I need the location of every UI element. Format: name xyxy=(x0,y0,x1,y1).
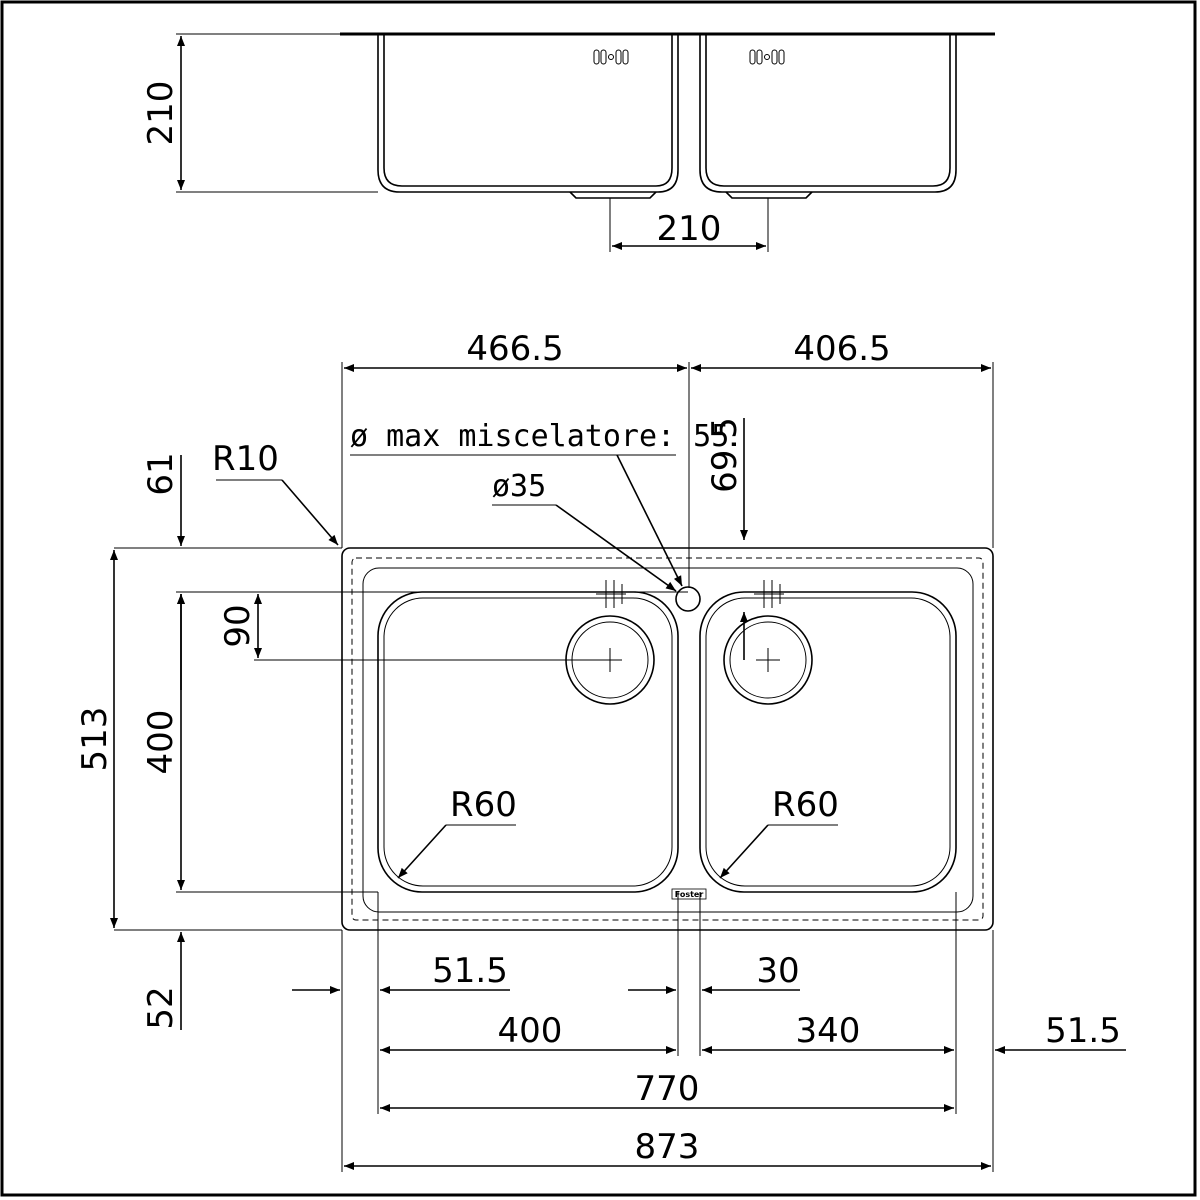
left-bowl xyxy=(377,591,679,893)
left-margin-label: 51.5 xyxy=(432,951,508,991)
divider-width-label: 30 xyxy=(756,951,799,991)
side-height-label: 210 xyxy=(141,81,181,146)
overall-depth-label: 513 xyxy=(75,707,115,772)
right-margin-label: 51.5 xyxy=(1045,1011,1121,1051)
overflow-slot-right xyxy=(749,49,785,65)
right-width-label: 406.5 xyxy=(793,329,890,369)
bowls-total-label: 770 xyxy=(635,1069,700,1109)
overflow-mark-left xyxy=(596,580,626,608)
side-view: 210 210 xyxy=(141,32,995,252)
right-drain xyxy=(723,615,813,705)
corner-radius-label: R10 xyxy=(212,439,279,479)
brand-logo: Foster xyxy=(671,888,707,900)
sink-outline xyxy=(341,547,994,931)
flange-inner xyxy=(362,567,974,913)
bowl-depth-label: 400 xyxy=(141,710,181,775)
drain-spacing-label: 210 xyxy=(657,209,722,249)
drain-offset-label: 90 xyxy=(218,604,258,647)
top-margin-label: 61 xyxy=(141,452,181,495)
right-bowl-width-label: 340 xyxy=(796,1011,861,1051)
right-bowl xyxy=(699,591,957,893)
overall-width-label: 873 xyxy=(635,1127,700,1167)
overflow-slot-left xyxy=(593,49,629,65)
tap-hole xyxy=(675,586,701,612)
plan-view: Foster 466.5 406.5 ø max miscelatore: 55… xyxy=(75,329,1126,1172)
overflow-mark-right xyxy=(754,580,784,608)
left-bowl-radius-label: R60 xyxy=(450,785,517,825)
right-bowl-radius-label: R60 xyxy=(772,785,839,825)
left-width-label: 466.5 xyxy=(466,329,563,369)
left-bowl-width-label: 400 xyxy=(498,1011,563,1051)
mixer-note: ø max miscelatore: 55 xyxy=(350,419,729,454)
tap-hole-label: ø35 xyxy=(492,469,546,504)
tap-offset-label: 69.5 xyxy=(705,417,745,493)
svg-text:Foster: Foster xyxy=(675,890,704,899)
bottom-margin-label: 52 xyxy=(141,986,181,1029)
